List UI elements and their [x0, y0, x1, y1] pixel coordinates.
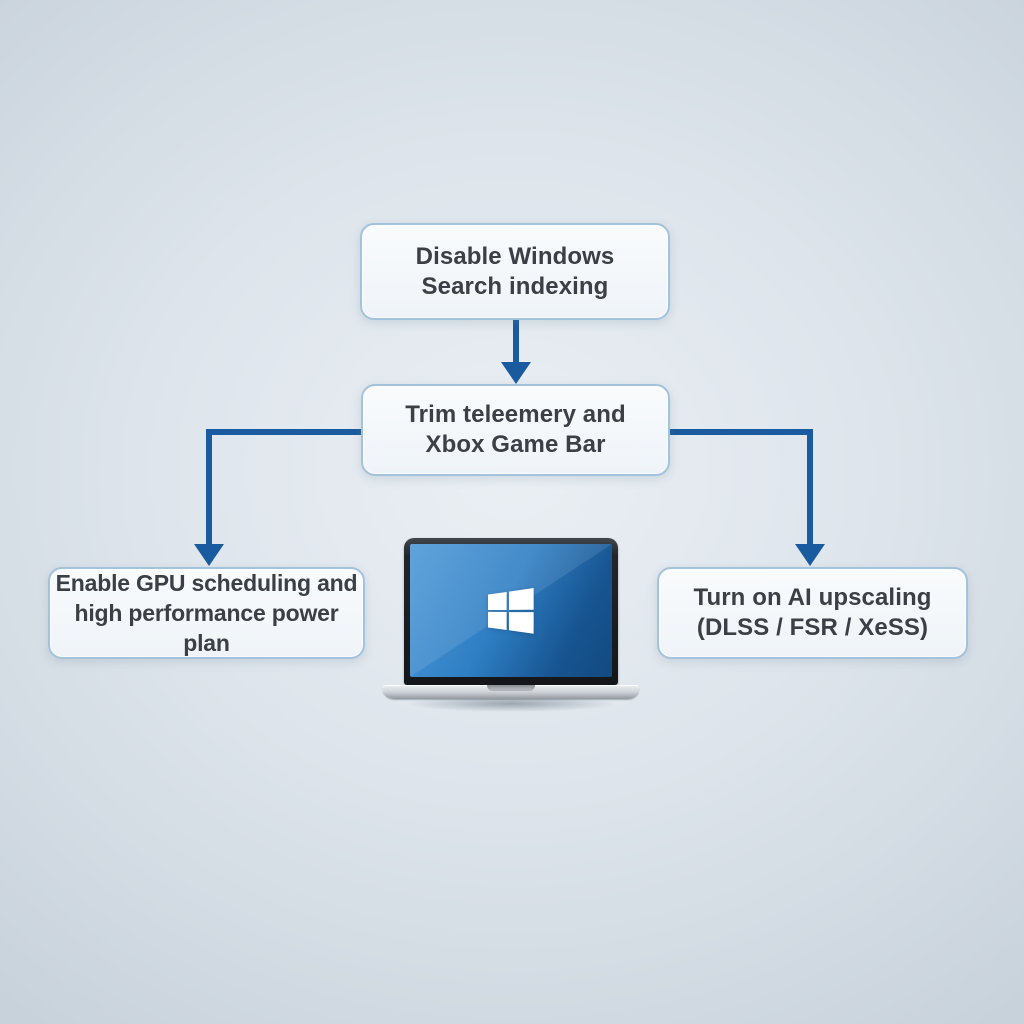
- laptop-screen: [410, 544, 612, 677]
- node-label-line: Search indexing: [421, 272, 609, 300]
- node-gpu-scheduling-power-plan: Enable GPU scheduling and high performan…: [48, 567, 365, 659]
- laptop-base-notch: [487, 685, 535, 691]
- node-trim-telemetry-xbox-game-bar: Trim teleemery and Xbox Game Bar: [361, 384, 670, 476]
- node-label-line: Enable GPU scheduling and: [55, 570, 358, 596]
- node-disable-search-indexing: Disable Windows Search indexing: [360, 223, 670, 320]
- node-label-line: (DLSS / FSR / XeSS): [696, 614, 929, 641]
- windows-logo-icon: [488, 587, 534, 634]
- connector-middle-to-left-arrow: [194, 429, 362, 566]
- laptop-illustration: [404, 538, 618, 685]
- node-label-line: Xbox Game Bar: [425, 431, 606, 458]
- node-ai-upscaling: Turn on AI upscaling (DLSS / FSR / XeSS): [657, 567, 968, 659]
- node-label-line: high performance power plan: [74, 600, 339, 656]
- connector-top-to-middle-arrow: [501, 320, 531, 384]
- laptop-base: [383, 685, 639, 699]
- node-label-line: Trim teleemery and: [405, 401, 626, 428]
- node-label-line: Turn on AI upscaling: [693, 584, 932, 611]
- connector-middle-to-right-arrow: [669, 429, 825, 566]
- node-label-line: Disable Windows: [415, 242, 615, 270]
